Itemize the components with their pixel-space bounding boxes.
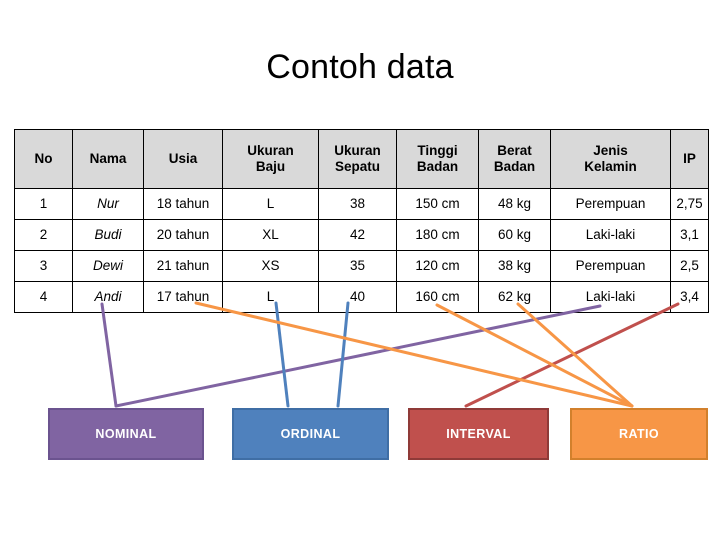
- scale-box-interval[interactable]: INTERVAL: [408, 408, 549, 460]
- cell-no: 4: [14, 281, 73, 313]
- cell-ukuran-sepatu: 40: [318, 281, 397, 313]
- cell-jenis-kelamin: Laki-laki: [550, 281, 671, 313]
- cell-nama: Dewi: [72, 250, 144, 282]
- ordinal-to-ukuran-baju: [274, 301, 290, 408]
- cell-jenis-kelamin: Laki-laki: [550, 219, 671, 251]
- ordinal-to-ukuran-sepatu: [336, 301, 350, 408]
- page-title: Contoh data: [266, 48, 454, 86]
- ratio-to-berat-badan: [516, 302, 634, 408]
- ratio-to-usia: [194, 301, 634, 408]
- ratio-to-tinggi-badan: [435, 303, 634, 408]
- scale-box-ordinal-label: ORDINAL: [280, 427, 341, 441]
- scale-box-interval-label: INTERVAL: [446, 427, 511, 441]
- cell-tinggi-badan: 180 cm: [396, 219, 479, 251]
- cell-berat-badan: 48 kg: [478, 188, 551, 220]
- scale-box-nominal[interactable]: NOMINAL: [48, 408, 204, 460]
- cell-berat-badan: 38 kg: [478, 250, 551, 282]
- scale-box-ratio[interactable]: RATIO: [570, 408, 708, 460]
- scale-box-nominal-label: NOMINAL: [95, 427, 157, 441]
- cell-ukuran-sepatu: 35: [318, 250, 397, 282]
- cell-ip: 3,1: [670, 219, 709, 251]
- cell-tinggi-badan: 150 cm: [396, 188, 479, 220]
- cell-no: 1: [14, 188, 73, 220]
- nominal-to-nama: [100, 302, 118, 408]
- scale-box-ratio-label: RATIO: [619, 427, 659, 441]
- cell-nama: Andi: [72, 281, 144, 313]
- cell-usia: 18 tahun: [143, 188, 223, 220]
- cell-ukuran-sepatu: 38: [318, 188, 397, 220]
- cell-ip: 2,75: [670, 188, 709, 220]
- cell-ukuran-baju: XS: [222, 250, 319, 282]
- cell-nama: Nur: [72, 188, 144, 220]
- cell-no: 3: [14, 250, 73, 282]
- cell-berat-badan: 60 kg: [478, 219, 551, 251]
- cell-ukuran-baju: XL: [222, 219, 319, 251]
- cell-usia: 20 tahun: [143, 219, 223, 251]
- table-column-header-nama: Nama: [72, 129, 144, 189]
- table-column-header-ip: IP: [670, 129, 709, 189]
- cell-jenis-kelamin: Perempuan: [550, 188, 671, 220]
- cell-no: 2: [14, 219, 73, 251]
- cell-ip: 2,5: [670, 250, 709, 282]
- cell-berat-badan: 62 kg: [478, 281, 551, 313]
- scale-box-ordinal[interactable]: ORDINAL: [232, 408, 389, 460]
- cell-ip: 3,4: [670, 281, 709, 313]
- cell-tinggi-badan: 160 cm: [396, 281, 479, 313]
- cell-usia: 21 tahun: [143, 250, 223, 282]
- cell-ukuran-sepatu: 42: [318, 219, 397, 251]
- interval-to-ip: [464, 302, 680, 408]
- cell-ukuran-baju: L: [222, 281, 319, 313]
- nominal-to-jenis-kelamin: [114, 304, 602, 408]
- table-column-header-usia: Usia: [143, 129, 223, 189]
- cell-nama: Budi: [72, 219, 144, 251]
- cell-jenis-kelamin: Perempuan: [550, 250, 671, 282]
- cell-tinggi-badan: 120 cm: [396, 250, 479, 282]
- table-column-header-no: No: [14, 129, 73, 189]
- cell-ukuran-baju: L: [222, 188, 319, 220]
- cell-usia: 17 tahun: [143, 281, 223, 313]
